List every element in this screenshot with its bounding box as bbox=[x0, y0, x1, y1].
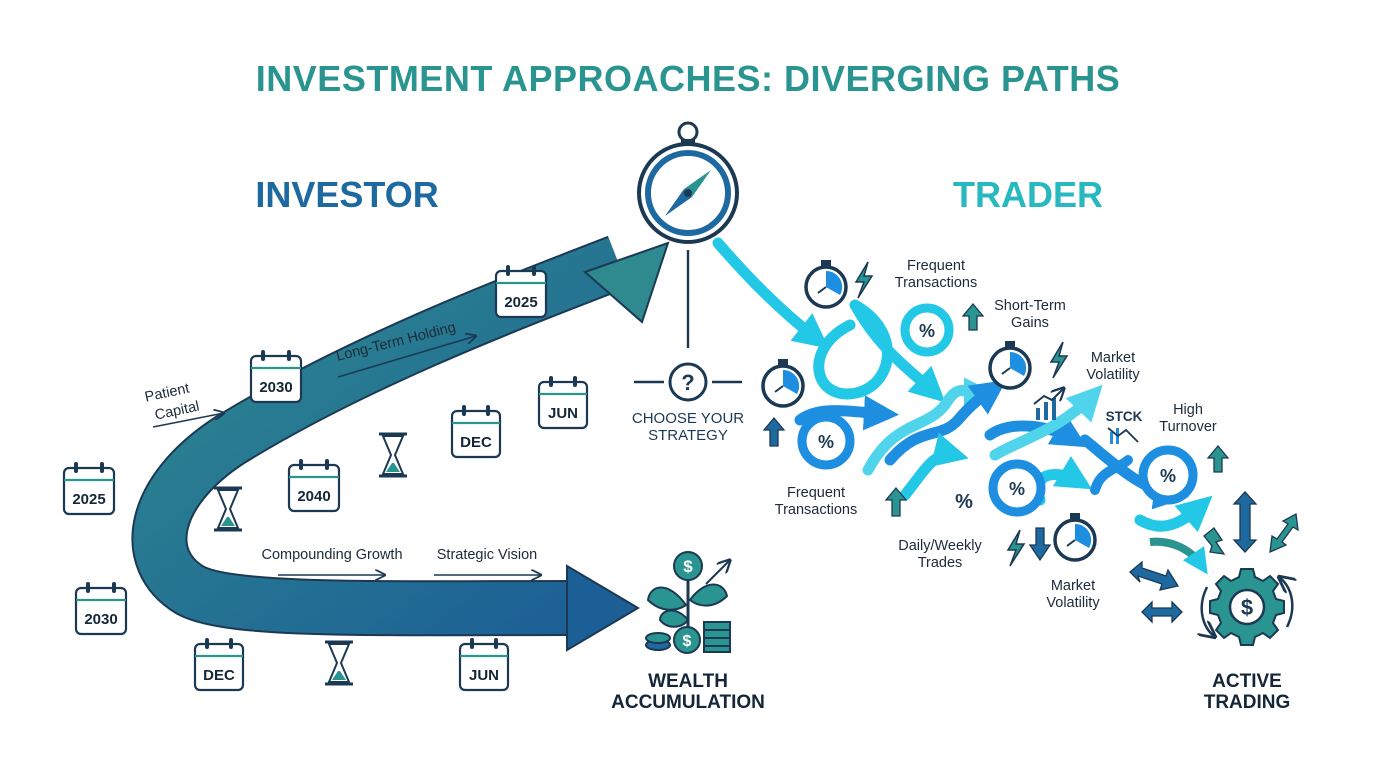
double-arrow-icon bbox=[1203, 512, 1299, 555]
wealth-accumulation-label-2: ACCUMULATION bbox=[611, 692, 765, 713]
choose-strategy-label-1: CHOOSE YOUR bbox=[632, 410, 744, 427]
calendar-icon: 2025 bbox=[62, 462, 116, 516]
stopwatch-icon bbox=[804, 260, 848, 309]
calendar-label: DEC bbox=[203, 667, 235, 684]
frequent-transactions-left-2: Transactions bbox=[775, 502, 857, 518]
active-trading-label-2: TRADING bbox=[1204, 692, 1291, 713]
calendar-icon: JUN bbox=[458, 638, 510, 692]
calendar-icon: DEC bbox=[450, 405, 502, 459]
hourglass-icon bbox=[214, 486, 242, 532]
up-arrow-icon bbox=[884, 486, 908, 517]
investor-heading: INVESTOR bbox=[255, 174, 438, 215]
stck-label: STCK bbox=[1106, 409, 1143, 424]
percent-symbol: % bbox=[1009, 479, 1025, 499]
hourglass-icon bbox=[379, 432, 407, 478]
calendar-icon: JUN bbox=[537, 376, 589, 430]
calendar-icon: 2025 bbox=[494, 265, 548, 319]
curved-arrow bbox=[1149, 537, 1208, 575]
percent-symbol: % bbox=[955, 491, 973, 513]
market-volatility-top-1: Market bbox=[1091, 350, 1135, 366]
calendar-icon: 2030 bbox=[74, 582, 128, 636]
chart-icon: STCK bbox=[1106, 409, 1143, 444]
calendar-label: 2025 bbox=[72, 491, 105, 508]
investor-path-arrow bbox=[131, 235, 670, 652]
compounding-growth-label: Compounding Growth bbox=[261, 547, 402, 563]
percent-symbol: % bbox=[919, 321, 935, 341]
calendar-icon: 2040 bbox=[287, 459, 341, 513]
dollar-symbol: $ bbox=[683, 633, 692, 650]
percent-badge-icon: % bbox=[797, 412, 855, 470]
strategic-vision-label: Strategic Vision bbox=[437, 547, 537, 563]
lightning-icon bbox=[1006, 529, 1026, 567]
high-turnover-2: Turnover bbox=[1159, 419, 1217, 435]
dollar-symbol: $ bbox=[1241, 595, 1253, 620]
dollar-symbol: $ bbox=[683, 557, 693, 576]
calendar-label: 2030 bbox=[84, 611, 117, 628]
market-volatility-bottom-2: Volatility bbox=[1046, 595, 1100, 611]
coin-stack-icon bbox=[645, 621, 731, 653]
stopwatch-icon bbox=[988, 341, 1032, 390]
calendar-label: JUN bbox=[469, 667, 499, 684]
chart-icon bbox=[1033, 388, 1064, 420]
question-mark: ? bbox=[681, 370, 694, 395]
up-arrow-icon bbox=[762, 416, 786, 447]
high-turnover-1: High bbox=[1173, 402, 1203, 418]
calendar-label: DEC bbox=[460, 434, 492, 451]
trader-heading: TRADER bbox=[953, 174, 1103, 215]
frequent-transactions-top-2: Transactions bbox=[895, 275, 977, 291]
percent-symbol: % bbox=[818, 432, 834, 452]
down-arrow-icon bbox=[1028, 527, 1052, 562]
short-term-gains-1: Short-Term bbox=[994, 298, 1066, 314]
stopwatch-icon bbox=[1053, 513, 1097, 562]
percent-badge-icon: % bbox=[988, 459, 1046, 517]
page-title: INVESTMENT APPROACHES: DIVERGING PATHS bbox=[256, 58, 1120, 99]
calendar-label: 2030 bbox=[259, 379, 292, 396]
active-trading-label-1: ACTIVE bbox=[1212, 671, 1282, 692]
daily-weekly-trades-2: Trades bbox=[918, 555, 963, 571]
percent-badge-icon: % bbox=[1138, 445, 1198, 505]
calendar-label: 2040 bbox=[297, 488, 330, 505]
double-arrow-icon bbox=[1129, 491, 1258, 624]
market-volatility-top-2: Volatility bbox=[1086, 367, 1140, 383]
up-arrow-icon bbox=[961, 302, 985, 331]
percent-symbol: % bbox=[1160, 466, 1176, 486]
stopwatch-icon bbox=[761, 359, 805, 408]
calendar-icon: DEC bbox=[193, 638, 245, 692]
money-plant-icon: $ $ bbox=[646, 551, 730, 654]
up-arrow-icon bbox=[1206, 444, 1230, 473]
frequent-transactions-left-1: Frequent bbox=[787, 485, 845, 501]
daily-weekly-trades-1: Daily/Weekly bbox=[898, 538, 982, 554]
question-icon: ? bbox=[668, 362, 708, 402]
calendar-label: JUN bbox=[548, 405, 578, 422]
calendar-label: 2025 bbox=[504, 294, 537, 311]
compass-icon bbox=[637, 121, 739, 244]
market-volatility-bottom-1: Market bbox=[1051, 578, 1095, 594]
frequent-transactions-top-1: Frequent bbox=[907, 258, 965, 274]
lightning-icon bbox=[854, 261, 874, 299]
gear-dollar-icon: $ bbox=[1202, 568, 1293, 646]
short-term-gains-2: Gains bbox=[1011, 315, 1049, 331]
wealth-accumulation-label-1: WEALTH bbox=[648, 671, 728, 692]
percent-badge-icon: % bbox=[900, 303, 954, 357]
hourglass-icon bbox=[325, 640, 353, 686]
lightning-icon bbox=[1049, 341, 1069, 379]
calendar-icon: 2030 bbox=[249, 350, 303, 404]
choose-strategy-label-2: STRATEGY bbox=[648, 427, 728, 444]
